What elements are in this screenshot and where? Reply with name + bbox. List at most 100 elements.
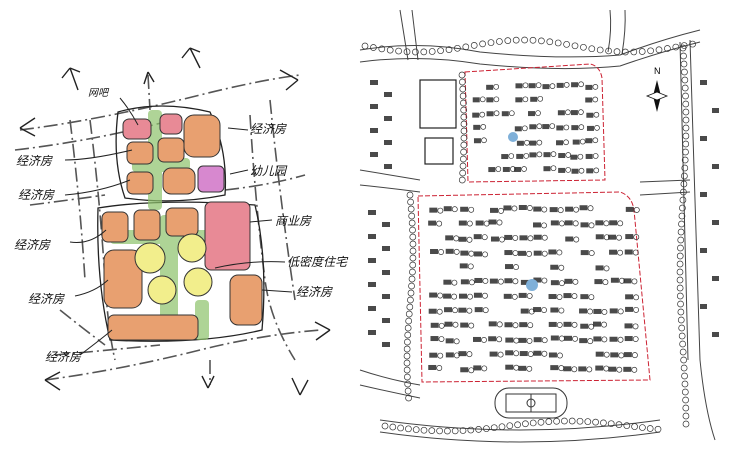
tree <box>594 125 600 131</box>
tree <box>511 205 518 212</box>
tree <box>404 331 412 339</box>
tree <box>409 233 417 241</box>
tree <box>676 292 684 300</box>
building <box>593 321 602 327</box>
tree <box>412 48 419 56</box>
tree <box>682 108 690 116</box>
tree <box>480 124 487 130</box>
building <box>609 249 618 255</box>
tree <box>535 110 541 116</box>
tree <box>537 95 544 102</box>
building <box>429 207 438 213</box>
tree <box>470 42 478 49</box>
tree <box>563 124 570 131</box>
tree <box>681 68 688 76</box>
tree <box>497 351 504 358</box>
tree <box>655 46 663 54</box>
tree <box>512 36 520 44</box>
tree <box>521 166 527 172</box>
building <box>428 308 437 314</box>
tree <box>493 83 500 90</box>
tree <box>467 263 474 270</box>
tree <box>468 279 475 286</box>
tree <box>578 167 585 174</box>
sketch-leader-lines <box>64 97 293 356</box>
building <box>595 220 604 226</box>
building <box>595 351 604 357</box>
tree <box>452 307 458 314</box>
tree <box>538 37 545 45</box>
building <box>382 246 390 251</box>
tree <box>404 387 412 395</box>
building <box>382 318 390 323</box>
building <box>488 167 496 173</box>
tree <box>677 308 685 316</box>
tree <box>460 148 467 156</box>
tree <box>460 106 468 114</box>
building <box>505 337 514 343</box>
tree <box>617 220 624 227</box>
building <box>712 332 719 337</box>
tree <box>527 322 534 329</box>
building <box>578 366 587 372</box>
tree <box>407 205 415 213</box>
building <box>548 294 557 300</box>
tree <box>682 140 690 148</box>
tree <box>468 322 475 329</box>
tree <box>467 293 473 300</box>
tree <box>466 307 473 314</box>
tree <box>601 336 608 343</box>
building <box>548 352 557 358</box>
tree <box>616 366 623 373</box>
tree <box>403 48 411 56</box>
tree <box>397 424 404 432</box>
building <box>571 82 579 88</box>
tree <box>493 96 500 103</box>
tree <box>475 426 482 433</box>
building <box>556 140 564 146</box>
tree <box>459 162 467 170</box>
tree <box>633 306 640 313</box>
building <box>514 166 522 172</box>
building <box>430 336 439 342</box>
building <box>472 97 480 103</box>
building <box>570 110 578 116</box>
tree <box>633 234 640 241</box>
tree <box>370 44 377 51</box>
tree <box>481 292 488 299</box>
building <box>700 248 707 253</box>
tree <box>451 279 458 286</box>
building <box>610 277 619 283</box>
tree <box>481 337 487 343</box>
building <box>368 330 376 335</box>
building <box>593 308 602 314</box>
tree <box>460 120 468 128</box>
building <box>565 206 574 212</box>
building <box>368 210 376 215</box>
building <box>571 125 579 131</box>
tree <box>437 47 444 55</box>
tree <box>512 322 519 329</box>
building <box>488 336 497 342</box>
tree <box>631 352 638 359</box>
building <box>550 335 559 341</box>
building <box>518 250 527 256</box>
tree <box>681 156 689 164</box>
building <box>580 323 589 329</box>
tree <box>578 109 584 115</box>
building <box>564 278 573 284</box>
tree <box>511 293 518 300</box>
tree <box>479 96 486 103</box>
tree <box>646 425 654 432</box>
tree <box>677 300 684 308</box>
tree <box>545 418 553 425</box>
building <box>623 352 632 358</box>
tree <box>680 180 688 188</box>
tree <box>588 294 595 301</box>
tree <box>437 207 444 214</box>
building <box>585 153 593 159</box>
tree <box>468 367 475 374</box>
tree <box>361 42 369 50</box>
tree <box>437 352 444 359</box>
label-low-density: 低密度住宅 <box>287 255 348 269</box>
